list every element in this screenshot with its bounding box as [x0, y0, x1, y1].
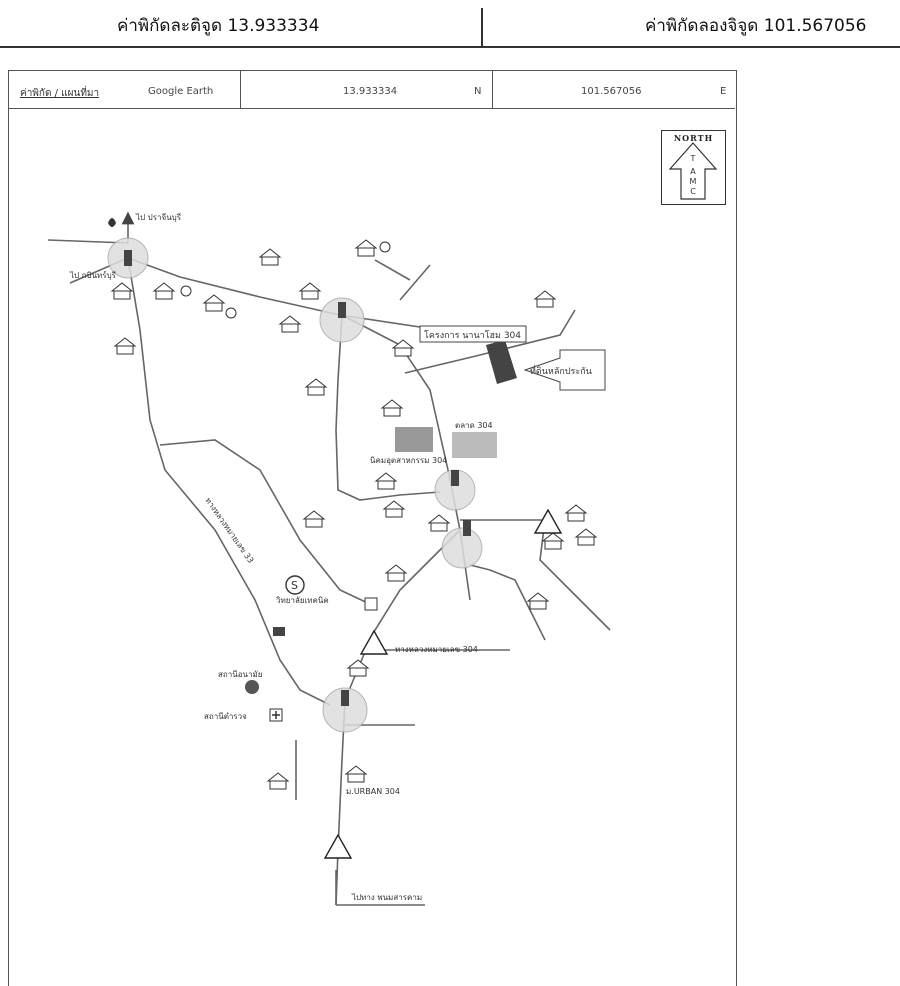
- compass-letter: C: [690, 187, 696, 196]
- house-icon: [152, 282, 176, 300]
- lon-value: 101.567056: [581, 86, 642, 97]
- traffic-light-icon: [463, 520, 471, 536]
- header-divider: [481, 8, 483, 46]
- market-image: [452, 432, 497, 458]
- house-icon: [110, 282, 134, 300]
- house-icon: [526, 592, 550, 610]
- lon-direction: E: [720, 86, 727, 97]
- marker-2: [225, 307, 237, 319]
- latitude-label: ค่าพิกัดละติจูด 13.933334: [117, 16, 320, 36]
- junction-circle: [319, 297, 365, 343]
- house-icon: [391, 339, 415, 357]
- route304-label: ทางหลวงหมายเลข 304: [395, 645, 478, 654]
- project-label-box: [419, 325, 527, 343]
- industrial-estate-icon: [395, 427, 433, 452]
- house-icon: [354, 239, 378, 257]
- house-icon: [541, 532, 565, 550]
- road-north-small: [399, 264, 431, 301]
- highway-shield-icon: [359, 629, 389, 655]
- svg-text:S: S: [291, 579, 298, 592]
- traffic-light-icon: [341, 690, 349, 706]
- house-icon: [344, 765, 368, 783]
- project-label: โครงการ นานาโฮม 304: [424, 330, 521, 341]
- ptt-station-icon: [285, 575, 305, 595]
- marker-3: [180, 285, 192, 297]
- north-compass: NORTH T A M C: [661, 130, 726, 205]
- road-north-small-2: [374, 259, 411, 281]
- house-icon: [533, 290, 557, 308]
- compass-letter: T: [690, 154, 696, 163]
- tambon-hospital-label: สถานีอนามัย: [218, 670, 262, 679]
- house-icon: [384, 564, 408, 582]
- school-label: วิทยาลัยเทคนิค: [275, 596, 328, 605]
- north-label: NORTH: [673, 133, 714, 143]
- junction-circle: [322, 687, 368, 733]
- urban-label: ม.URBAN 304: [346, 787, 400, 796]
- house-icon: [298, 282, 322, 300]
- lat-value: 13.933334: [343, 86, 398, 97]
- source-label: ค่าพิกัด / แผนที่มา: [20, 88, 100, 99]
- highway-shield-icon: [323, 833, 353, 859]
- house-icon: [564, 504, 588, 522]
- source-value: Google Earth: [148, 86, 214, 97]
- north-arrow-icon: T A M C: [668, 142, 718, 200]
- house-icon: [304, 378, 328, 396]
- house-icon: [374, 472, 398, 490]
- highway-shield-icon: [533, 508, 563, 534]
- subject-land-parcel: [486, 340, 517, 384]
- house-icon: [278, 315, 302, 333]
- house-icon: [574, 528, 598, 546]
- lat-direction: N: [474, 86, 482, 97]
- house-icon: [258, 248, 282, 266]
- fire-icon: [108, 218, 116, 227]
- house-icon: [382, 500, 406, 518]
- traffic-light-icon: [124, 250, 132, 266]
- subject-label: ที่ดินหลักประกัน: [530, 364, 592, 377]
- compass-letter: A: [690, 167, 696, 176]
- marker-1: [379, 241, 391, 253]
- coordinate-bar: ค่าพิกัด / แผนที่มา Google Earth 13.9333…: [8, 70, 735, 109]
- house-icon: [202, 294, 226, 312]
- traffic-light-icon: [338, 302, 346, 318]
- road-diagonal-33: [159, 439, 373, 606]
- coord-divider: [492, 70, 493, 108]
- junction-circle: [441, 527, 483, 569]
- house-icon: [346, 659, 370, 677]
- house-icon: [266, 772, 290, 790]
- coord-divider: [240, 70, 241, 108]
- seven-eleven-icon: [364, 597, 378, 611]
- traffic-light-icon: [451, 470, 459, 486]
- to-south-label: ไปทาง พนมสารคาม: [351, 893, 422, 902]
- house-icon: [302, 510, 326, 528]
- house-icon: [113, 337, 137, 355]
- coordinates-header: ค่าพิกัดละติจูด 13.933334 ค่าพิกัดลองจิจ…: [0, 0, 900, 48]
- police-label: สถานีตำรวจ: [204, 712, 247, 721]
- house-icon: [380, 399, 404, 417]
- temple-icon: [273, 627, 285, 636]
- compass-letter: M: [690, 177, 697, 186]
- market-label: ตลาด 304: [455, 421, 493, 430]
- to-prachinburi-label: ไป ปราจีนบุรี: [135, 213, 182, 222]
- industrial-label: นิคมอุตสาหกรรม 304: [370, 456, 447, 465]
- road-left-loop: [127, 257, 331, 706]
- road-southeast: [469, 564, 546, 641]
- map-frame: [8, 70, 737, 986]
- subject-pointer-arrow: [523, 349, 606, 391]
- police-station-icon: [245, 680, 259, 694]
- house-icon: [427, 514, 451, 532]
- road-east-south: [539, 519, 611, 631]
- road-center-loop: [335, 314, 441, 501]
- longitude-label: ค่าพิกัดลองจิจูด 101.567056: [645, 16, 867, 36]
- to-kabinburi-label: ไป กบินทร์บุรี: [69, 270, 117, 280]
- road-to-project: [404, 309, 576, 374]
